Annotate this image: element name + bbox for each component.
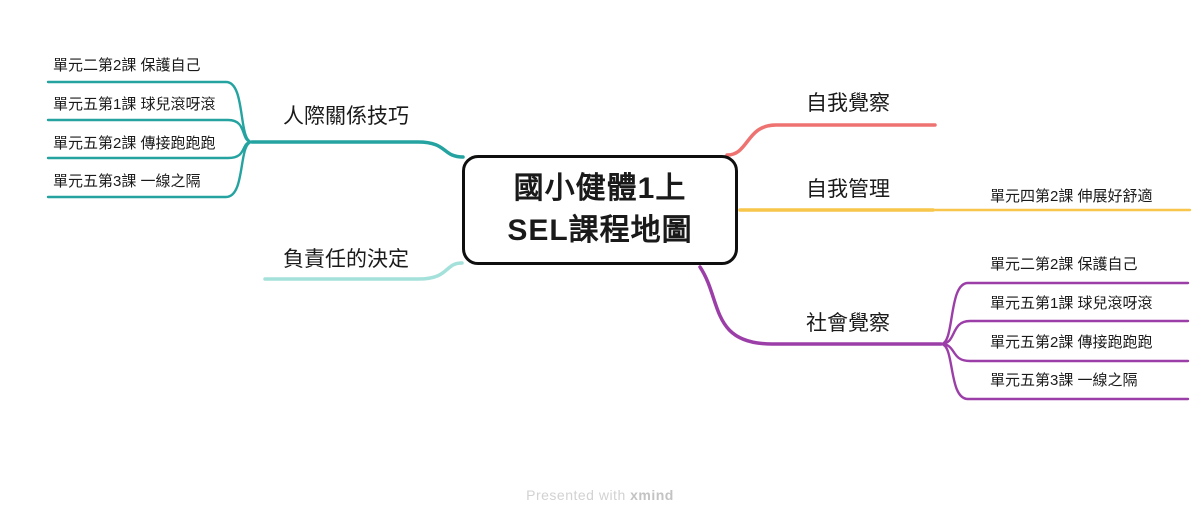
xmind-watermark: Presented with xmind (0, 487, 1200, 503)
branch-node-responsible[interactable]: 負責任的決定 (283, 248, 409, 271)
branch-node-self-awareness[interactable]: 自我覺察 (806, 92, 890, 115)
watermark-prefix: Presented with (526, 487, 626, 503)
branch-line-self-awareness (725, 123, 937, 157)
child-node-interpersonal-3[interactable]: 單元五第2課 傳接跑跑跑 (53, 135, 216, 152)
child-node-self-management-1[interactable]: 單元四第2課 伸展好舒適 (990, 188, 1153, 205)
branch-line-social-child-2 (939, 319, 1190, 346)
branch-line-social-child-1 (939, 281, 1190, 346)
central-topic-node[interactable]: 國小健體1上 SEL課程地圖 (462, 155, 738, 265)
branch-line-interpersonal-child-4 (46, 140, 254, 199)
child-node-interpersonal-4[interactable]: 單元五第3課 一線之隔 (53, 173, 201, 190)
child-node-social-1[interactable]: 單元二第2課 保護自己 (990, 256, 1138, 273)
child-node-social-4[interactable]: 單元五第3課 一線之隔 (990, 372, 1138, 389)
branch-line-social-child-4 (939, 342, 1190, 401)
branch-node-self-management[interactable]: 自我管理 (806, 178, 890, 201)
child-node-interpersonal-2[interactable]: 單元五第1課 球兒滾呀滾 (53, 96, 216, 113)
branch-node-social-awareness[interactable]: 社會覺察 (806, 312, 890, 335)
child-node-interpersonal-1[interactable]: 單元二第2課 保護自己 (53, 57, 201, 74)
branch-line-social-awareness (698, 265, 943, 346)
branch-line-interpersonal (250, 140, 465, 159)
child-node-social-2[interactable]: 單元五第1課 球兒滾呀滾 (990, 295, 1153, 312)
xmind-logo-text: xmind (630, 487, 674, 503)
central-topic-title-line2: SEL課程地圖 (507, 214, 693, 247)
central-topic-title-line1: 國小健體1上 (513, 172, 687, 205)
branch-node-interpersonal[interactable]: 人際關係技巧 (283, 105, 409, 128)
branch-line-responsible (263, 261, 464, 281)
child-node-social-3[interactable]: 單元五第2課 傳接跑跑跑 (990, 334, 1153, 351)
